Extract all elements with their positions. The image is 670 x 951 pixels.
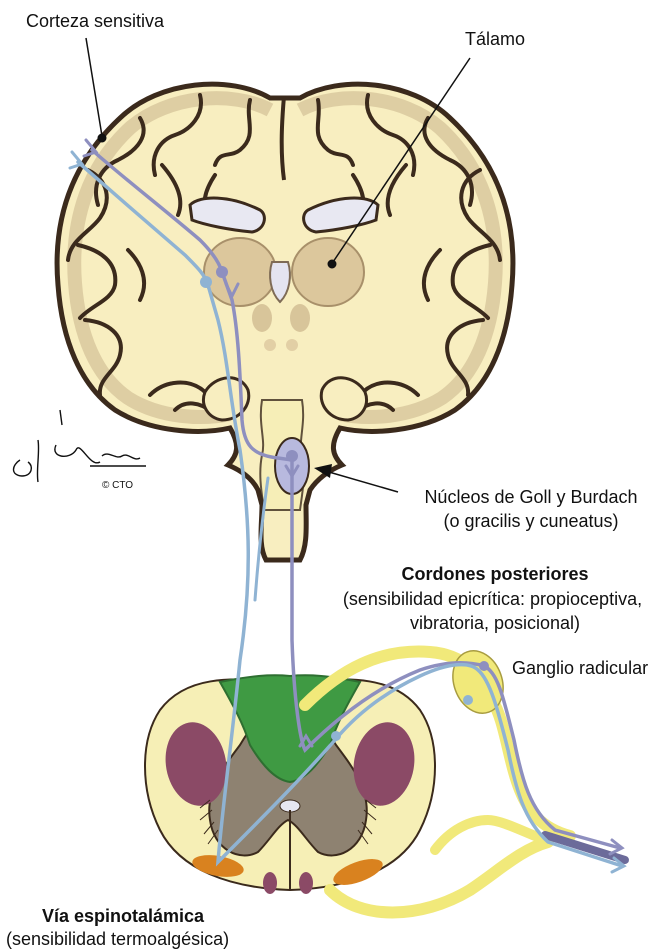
label-cordones-title: Cordones posteriores <box>330 563 660 585</box>
thalamus-node-lilac <box>216 266 228 278</box>
anterior-spot-right <box>299 872 313 894</box>
artist-signature <box>14 410 147 482</box>
label-nucleos-line1: Núcleos de Goll y Burdach <box>396 486 666 508</box>
cortex-arrow-blue <box>70 152 82 168</box>
label-nucleos-line2: (o gracilis y cuneatus) <box>396 510 666 532</box>
label-via-espinotalamica: Vía espinotalámica <box>42 905 204 927</box>
label-talamo: Tálamo <box>465 28 525 50</box>
basal-nucleus-right-dot <box>286 339 298 351</box>
longitudinal-fissure <box>282 96 284 180</box>
ganglion-node-blue <box>463 695 473 705</box>
leader-talamo-dot <box>328 260 336 268</box>
label-ganglio-radicular: Ganglio radicular <box>512 657 648 679</box>
thalamus-right <box>292 238 364 306</box>
thalamus-node-blue <box>200 276 212 288</box>
cord-node-blue <box>331 731 341 741</box>
basal-nucleus-left-dot <box>264 339 276 351</box>
label-sensibilidad-termoalgesica: (sensibilidad termoalgésica) <box>6 928 229 950</box>
cortex-arrow-lilac <box>84 140 96 156</box>
basal-nucleus-left-small <box>252 304 272 332</box>
leader-corteza-dot <box>98 134 106 142</box>
label-cordones-line2: vibratoria, posicional) <box>330 612 660 634</box>
leader-corteza <box>86 38 102 136</box>
copyright-cto: © CTO <box>102 480 133 492</box>
cerebellar-lobe-right <box>321 378 366 420</box>
leader-nucleos <box>322 470 398 492</box>
label-corteza-sensitiva: Corteza sensitiva <box>26 10 164 32</box>
anterior-spot-left <box>263 872 277 894</box>
spinal-cord-section <box>145 675 435 894</box>
nucleus-node <box>286 450 298 462</box>
ganglion-node-lilac <box>479 661 489 671</box>
basal-nucleus-right-small <box>290 304 310 332</box>
thalamus-left <box>204 238 276 306</box>
label-cordones-line1: (sensibilidad epicrítica: propioceptiva, <box>315 588 670 610</box>
